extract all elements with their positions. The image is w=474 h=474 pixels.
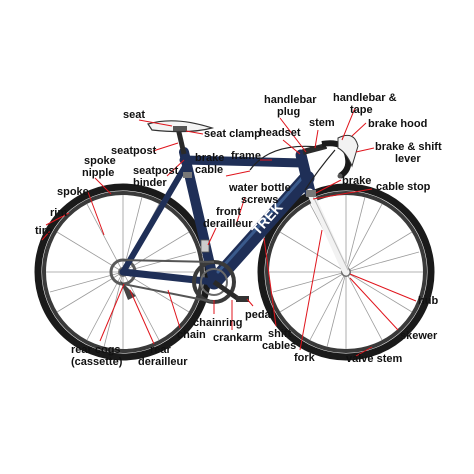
leader-fork [299, 229, 323, 351]
leader-spoke [87, 191, 105, 236]
label-handlebar-plug-2: plug [277, 106, 300, 118]
leader-seat-clamp [185, 130, 204, 135]
label-shift-cables-1: shift [268, 328, 292, 340]
seatpost [175, 127, 187, 155]
label-rim: rim [50, 207, 67, 219]
leader-stem [314, 129, 319, 149]
leader-seatpost [152, 142, 179, 152]
label-skewer: skewer [400, 330, 438, 342]
label-handlebar-plug-1: handlebar [264, 94, 317, 106]
front-wheel [257, 183, 435, 361]
brake-cable-line [249, 145, 328, 171]
leader-rim [45, 212, 70, 226]
chainstay [119, 268, 218, 286]
leader-headset [282, 139, 301, 155]
chainring-inner [200, 268, 228, 296]
leader-lines [41, 107, 417, 357]
leader-rear-derailleur [129, 289, 155, 345]
label-water-bottle-screws-2: screws [241, 194, 278, 206]
label-chain: chain [177, 329, 206, 341]
label-spoke: spoke [57, 186, 89, 198]
down-tube [206, 170, 315, 290]
shift-cable-line [304, 149, 336, 191]
leader-brake [315, 179, 342, 194]
label-hub: hub [418, 295, 438, 307]
label-tire: tire [35, 225, 52, 237]
leader-valve-stem [355, 346, 373, 357]
label-chainring: chainring [193, 317, 243, 329]
label-brake-shift-lever-1: brake & shift [375, 141, 442, 153]
leader-shift-cables [263, 237, 277, 327]
leader-tire [41, 230, 51, 241]
rear-brake-part [183, 172, 192, 178]
label-stem: stem [309, 117, 335, 129]
label-rear-derailleur-2: derailleur [138, 356, 188, 368]
label-seatpost-binder-2: binder [133, 177, 167, 189]
label-pedal: pedal [245, 309, 274, 321]
label-spoke-nipple-1: spoke [84, 155, 116, 167]
label-frame: frame [231, 150, 261, 162]
fork-blade [306, 188, 350, 276]
label-water-bottle-screws-1: water bottle [228, 182, 291, 194]
label-brake-shift-lever-2: lever [395, 153, 421, 165]
top-tube [179, 155, 308, 168]
label-brake-cable-1: brake [195, 152, 224, 164]
down-tube-highlight [216, 176, 304, 274]
label-rear-cogs-2: (cassette) [71, 356, 123, 368]
leader-handlebar-plug [279, 117, 307, 153]
label-front-derailleur-1: front [216, 206, 241, 218]
label-front-derailleur-2: derailleur [203, 218, 253, 230]
label-valve-stem: valve stem [346, 353, 402, 365]
label-cable-stop: cable stop [376, 181, 431, 193]
label-rear-derailleur-1: rear [150, 344, 172, 356]
label-seat-clamp: seat clamp [204, 128, 261, 140]
leader-chain [167, 289, 181, 329]
label-brake-hood: brake hood [368, 118, 427, 130]
label-fork: fork [294, 352, 316, 364]
label-crankarm: crankarm [213, 332, 263, 344]
leader-brake-shift-lever [355, 147, 375, 153]
front-tire [257, 183, 435, 361]
head-tube [295, 149, 316, 198]
label-handlebar-tape-2: tape [350, 104, 373, 116]
leader-handlebar-tape [341, 107, 356, 141]
bicycle-illustration: TREK [34, 120, 435, 361]
labels: seat seat clamp seatpost seatpost binder… [35, 92, 442, 368]
leader-brake-hood [351, 122, 367, 137]
leader-skewer [349, 277, 399, 331]
leader-rear-cogs [99, 283, 125, 342]
leader-seatpost-binder [166, 159, 185, 177]
bar-end-plug [337, 173, 343, 179]
label-shift-cables-2: cables [262, 340, 296, 352]
label-brake: brake [342, 175, 371, 187]
front-brake-part [306, 190, 316, 197]
label-seat: seat [123, 109, 145, 121]
leader-hub [349, 273, 417, 302]
rear-rim [42, 191, 204, 353]
leader-pedal [246, 298, 254, 307]
label-seatpost: seatpost [111, 145, 157, 157]
leader-brake-cable [225, 170, 251, 177]
pedal-part [236, 296, 249, 302]
fork-blade-edge [311, 193, 349, 271]
leader-spoke-nipple [94, 177, 112, 195]
label-handlebar-tape-1: handlebar & [333, 92, 397, 104]
label-brake-cable-2: cable [195, 164, 223, 176]
leader-seat [138, 119, 173, 127]
leader-front-derailleur [207, 227, 217, 246]
front-derailleur-part [200, 239, 210, 253]
label-spoke-nipple-2: nipple [82, 167, 114, 179]
leader-water-bottle-screws [235, 196, 246, 226]
front-spokes [269, 195, 423, 349]
crankarm-part [212, 279, 242, 303]
brake-lever-body [337, 134, 359, 168]
seatstay [120, 162, 189, 275]
label-rear-cogs-1: rear cogs [71, 344, 121, 356]
label-seatpost-binder-1: seatpost [133, 165, 179, 177]
leader-cable-stop [312, 188, 373, 200]
label-headset: headset [259, 127, 301, 139]
seat-clamp-part [173, 126, 187, 131]
